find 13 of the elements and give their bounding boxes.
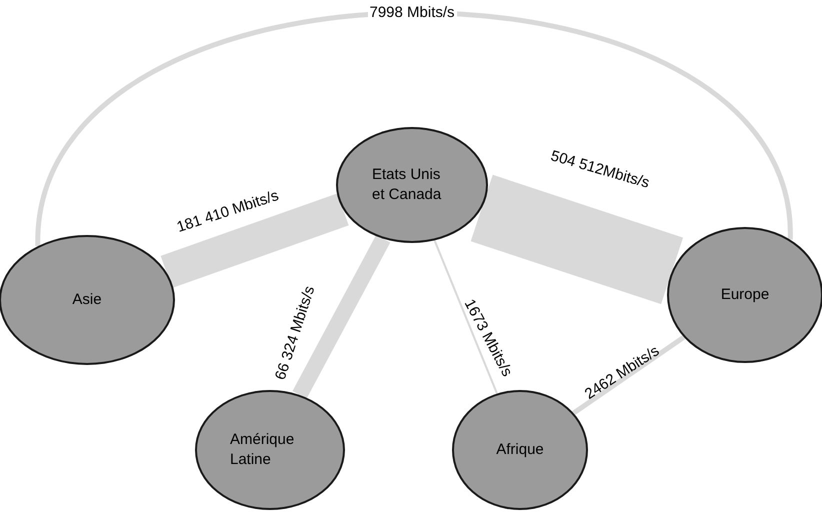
bandwidth-link xyxy=(292,234,390,399)
bandwidth-link xyxy=(35,10,793,247)
region-label: Amérique Latine xyxy=(230,430,296,470)
region-label: Europe xyxy=(720,284,770,305)
region-label: Asie xyxy=(72,290,102,310)
bandwidth-link xyxy=(470,174,683,304)
edge-label: 66 324 Mbits/s xyxy=(272,282,320,384)
region-label: Afrique xyxy=(496,440,544,460)
bandwidth-link xyxy=(434,240,498,394)
region-label: Etats Unis et Canada xyxy=(372,164,442,205)
bandwidth-link xyxy=(160,193,349,288)
bandwidth-link xyxy=(572,335,686,416)
edge-label: 181 410 Mbits/s xyxy=(174,186,282,237)
